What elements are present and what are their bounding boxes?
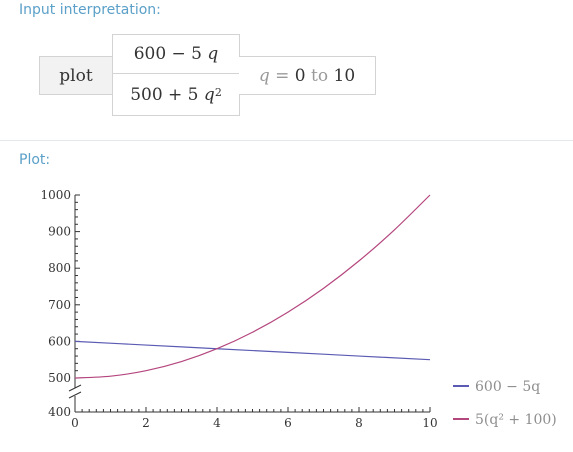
- input-interpretation-label: Input interpretation:: [19, 2, 161, 18]
- range-from: 0: [294, 65, 306, 86]
- function-2-variable: q: [203, 84, 215, 105]
- range-to-word: to: [311, 65, 329, 86]
- x-tick-label: 0: [71, 416, 79, 430]
- x-tick-label: 4: [213, 416, 221, 430]
- function-1-cell: 600 − 5 q: [112, 34, 240, 74]
- legend-label-1: 600 − 5q: [475, 379, 540, 395]
- range-to: 10: [333, 65, 356, 86]
- range-cell: q = 0 to 10: [239, 56, 376, 95]
- plot-command-cell: plot: [39, 56, 113, 95]
- plot-series: [74, 194, 431, 379]
- x-tick-label: 2: [142, 416, 150, 430]
- y-axis-break-mark: [68, 384, 82, 392]
- y-axis-break-mark: [68, 391, 82, 399]
- plot-label: Plot:: [19, 152, 51, 168]
- range-equals: =: [275, 65, 290, 86]
- y-tick-label: 400: [48, 405, 71, 419]
- legend-label-2: 5(q² + 100): [475, 412, 557, 428]
- y-tick-label: 900: [48, 225, 71, 239]
- y-tick-label: 700: [48, 298, 71, 312]
- y-tick-label: 600: [48, 334, 71, 348]
- function-plot: 400 500 600 700 800 900 1000 0 2 4 6 8 10 600 − 5q 5(…: [40, 188, 557, 430]
- function-2-text: 500 + 5: [130, 84, 199, 105]
- x-tick-label: 10: [422, 416, 437, 430]
- y-tick-label: 1000: [40, 188, 71, 202]
- plot-axes: 400 500 600 700 800 900 1000 0 2 4 6 8 10: [40, 188, 437, 430]
- function-1-variable: q: [207, 44, 219, 64]
- series-line-2: [74, 194, 431, 379]
- series-line-1: [74, 340, 431, 361]
- x-tick-label: 6: [284, 416, 292, 430]
- function-1-text: 600 − 5: [133, 44, 203, 64]
- range-variable: q: [258, 65, 270, 86]
- function-2-exponent: 2: [214, 86, 222, 99]
- x-tick-label: 8: [355, 416, 363, 430]
- y-tick-label: 800: [48, 261, 71, 275]
- y-tick-label: 500: [48, 371, 71, 385]
- section-divider: [0, 140, 573, 141]
- plot-command-text: plot: [59, 65, 93, 86]
- plot-legend: 600 − 5q 5(q² + 100): [453, 379, 557, 428]
